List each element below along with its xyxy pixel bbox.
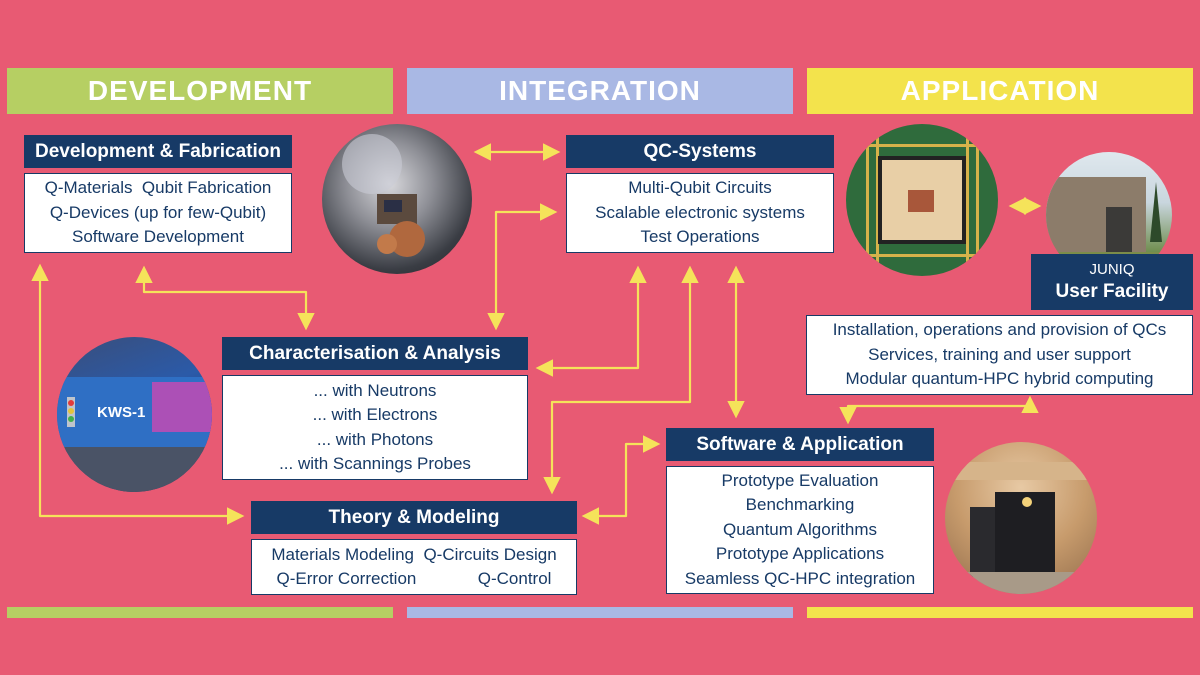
- char-line: ... with Neutrons: [313, 380, 437, 400]
- phase-integration: INTEGRATION: [407, 68, 793, 114]
- theory-line: Materials Modeling Q-Circuits Design: [271, 544, 557, 564]
- cryostat-photo: [322, 124, 472, 274]
- user-facility-line: Installation, operations and provision o…: [832, 320, 1167, 340]
- dev-fab-header: Development & Fabrication: [24, 135, 292, 168]
- chip-illustration: [856, 134, 988, 266]
- juniq-big: User Facility: [1055, 281, 1169, 302]
- arrow-facility-software: [839, 395, 1039, 425]
- software-header: Software & Application: [666, 428, 934, 461]
- theory-line: Q-Error Correction Q-Control: [276, 569, 552, 588]
- software-line: Quantum Algorithms: [722, 519, 877, 539]
- char-line: ... with Electrons: [312, 405, 438, 424]
- user-facility-box: Installation, operations and provision o…: [806, 315, 1193, 395]
- software-line: Seamless QC-HPC integration: [684, 568, 916, 588]
- arrow-theory-software: [581, 435, 661, 525]
- software-line: Benchmarking: [745, 495, 855, 515]
- phase-development: DEVELOPMENT: [7, 68, 393, 114]
- dev-fab-line: Q-Devices (up for few-Qubit): [49, 202, 267, 222]
- arrow-devfab-theory: [31, 263, 245, 525]
- char-header: Characterisation & Analysis: [222, 337, 528, 370]
- qc-systems-line: Multi-Qubit Circuits: [628, 178, 772, 198]
- char-line: ... with Scannings Probes: [279, 454, 471, 473]
- theory-header: Theory & Modeling: [251, 501, 577, 534]
- juniq-label: JUNIQ User Facility: [1031, 254, 1193, 310]
- theory-box: Materials Modeling Q-Circuits Design Q-E…: [251, 539, 577, 595]
- footer-bar-application: [807, 607, 1193, 618]
- cryostat-illustration: [342, 134, 425, 257]
- footer-bar-integration: [407, 607, 793, 618]
- phase-application: APPLICATION: [807, 68, 1193, 114]
- arrow-char-qcsystems-2: [535, 265, 647, 377]
- char-box: ... with Neutrons ... with Electrons ...…: [222, 375, 528, 480]
- dev-fab-line: Software Development: [72, 227, 244, 247]
- arrow-devfab-char: [135, 265, 315, 331]
- arrow-theory-qcsystems: [543, 265, 699, 495]
- qc-systems-line: Scalable electronic systems: [595, 202, 805, 222]
- dev-fab-line: Q-Materials Qubit Fabrication: [44, 178, 272, 198]
- software-line: Prototype Applications: [715, 544, 885, 564]
- user-facility-line: Services, training and user support: [868, 344, 1131, 364]
- dev-fab-box: Q-Materials Qubit Fabrication Q-Devices …: [24, 173, 292, 253]
- qc-systems-box: Multi-Qubit Circuits Scalable electronic…: [566, 173, 834, 253]
- char-line: ... with Photons: [316, 429, 434, 449]
- qc-systems-header: QC-Systems: [566, 135, 834, 168]
- software-box: Prototype Evaluation Benchmarking Quantu…: [666, 466, 934, 594]
- software-line: Prototype Evaluation: [721, 470, 879, 490]
- arrow-char-qcsystems: [487, 203, 558, 331]
- qc-systems-line: Test Operations: [640, 227, 760, 247]
- qubit-chip-photo: [846, 124, 998, 276]
- user-facility-line: Modular quantum-HPC hybrid computing: [845, 369, 1154, 389]
- juniq-small: JUNIQ: [1089, 261, 1135, 278]
- footer-bar-development: [7, 607, 393, 618]
